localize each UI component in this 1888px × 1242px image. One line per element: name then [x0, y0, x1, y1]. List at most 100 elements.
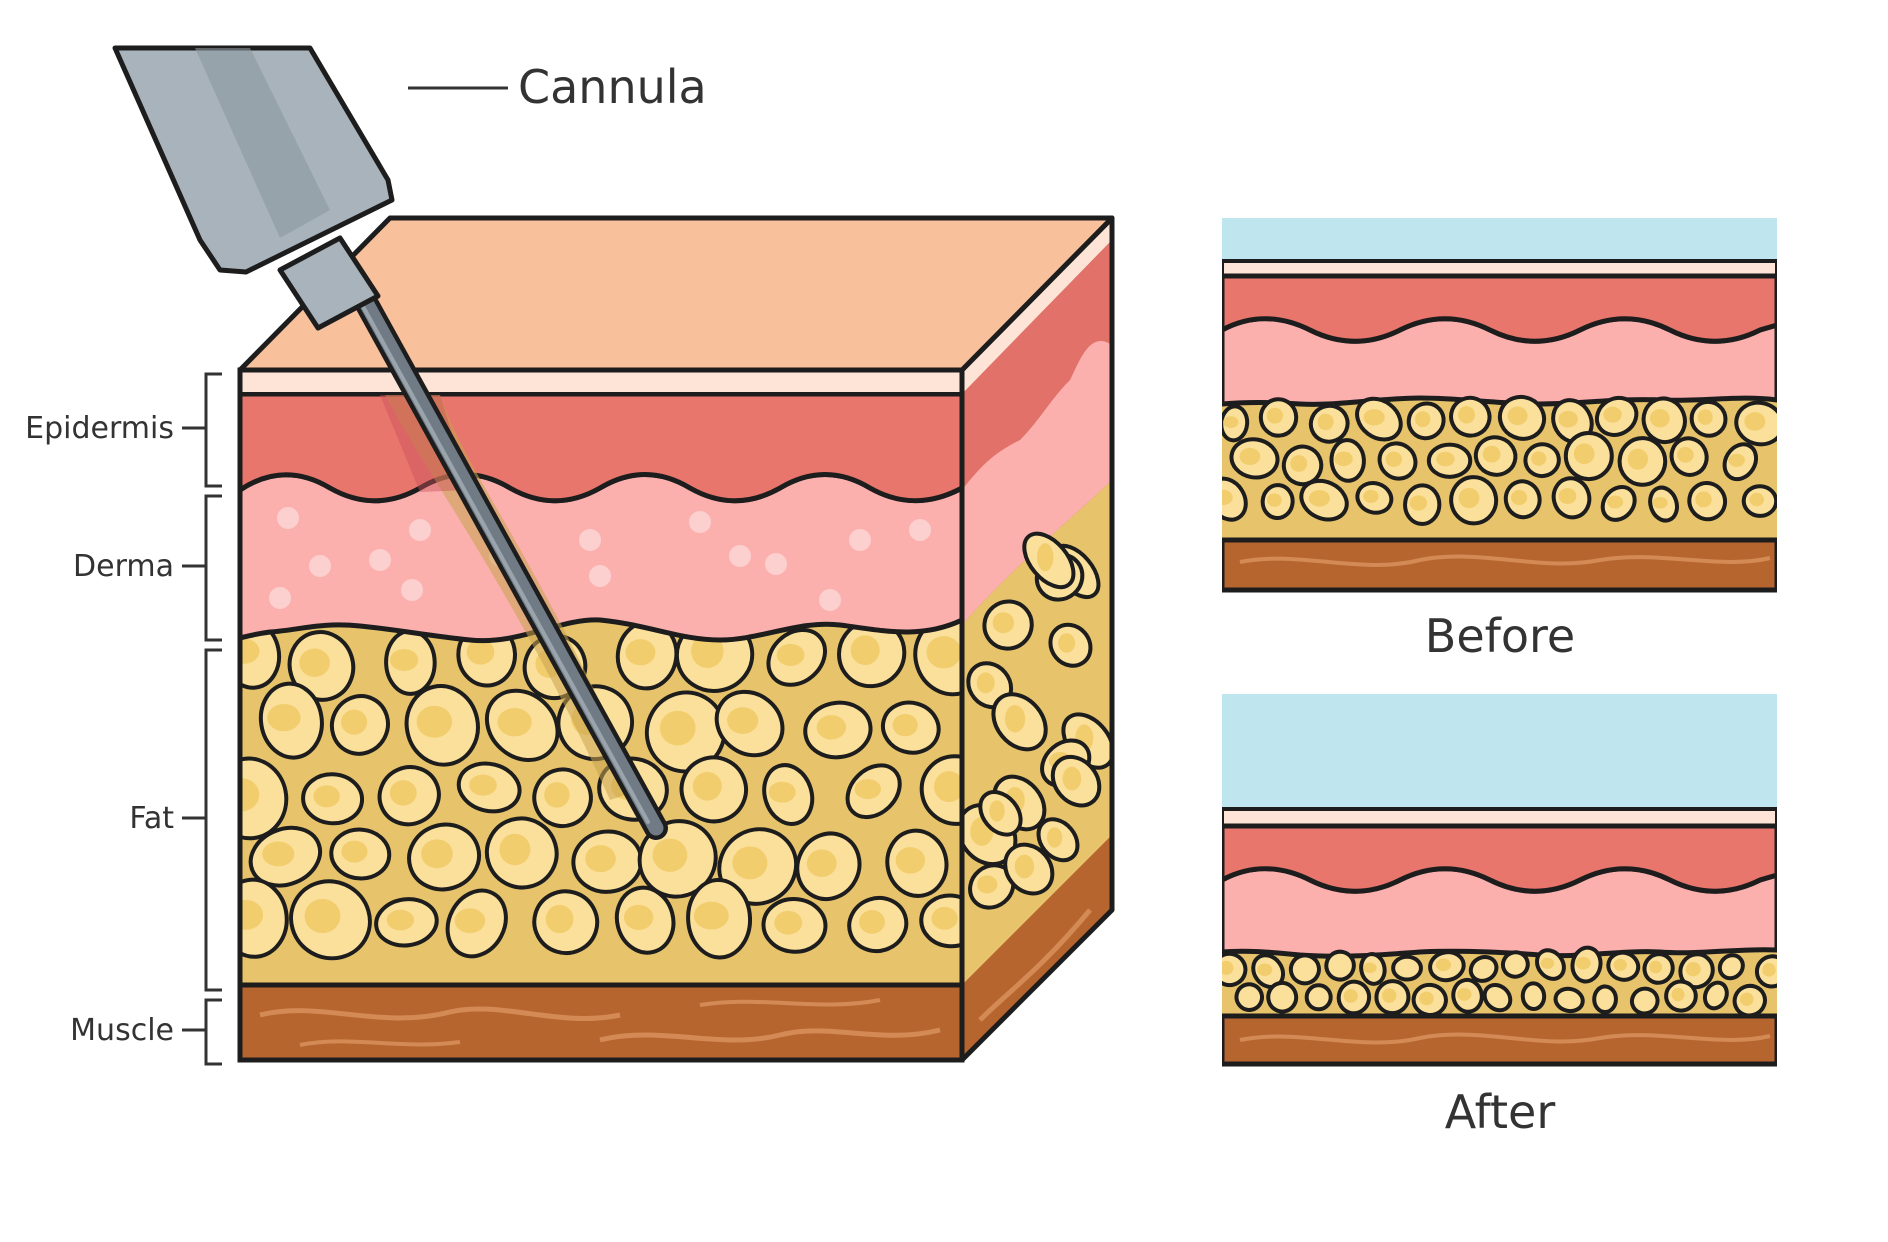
fat-cell-core — [1762, 963, 1776, 977]
derma-dot — [819, 589, 841, 611]
after-label: After — [1445, 1085, 1556, 1139]
fat-cell-core — [1385, 451, 1403, 467]
cannula — [112, 45, 668, 840]
fat-cell — [1592, 984, 1618, 1015]
fat-cell-core — [1458, 487, 1480, 509]
fat-cell-core — [623, 904, 654, 930]
after-sky — [1222, 694, 1777, 809]
fat-cell-core — [895, 847, 926, 874]
fat-cell-core — [304, 898, 341, 934]
fat-cell-core — [926, 636, 962, 669]
fat-cell — [1324, 949, 1356, 982]
fat-cell-core — [1458, 406, 1475, 424]
fat-cell-core — [1540, 957, 1555, 969]
derma-layer — [240, 472, 962, 644]
cannula-label: Cannula — [518, 60, 707, 114]
fat-cell-core — [416, 705, 453, 738]
fat-cell-core — [859, 910, 885, 934]
fat-cell-core — [992, 612, 1015, 634]
fat-cell-core — [1046, 827, 1063, 848]
fat-cell-core — [806, 849, 837, 877]
fat-label: Fat — [129, 801, 174, 836]
after-fat-cells — [1222, 945, 1777, 1018]
fat-cell-core — [1409, 495, 1428, 511]
fat-cell-core — [1266, 407, 1284, 424]
derma-dot — [269, 587, 291, 609]
epidermis-label: Epidermis — [25, 411, 174, 446]
side-fat-cells — [962, 531, 1112, 910]
fat-cell-core — [1649, 408, 1670, 428]
fat-cell-core — [585, 845, 616, 873]
fat-cell-core — [652, 838, 688, 872]
derma-dot — [369, 549, 391, 571]
fat-cell — [1266, 980, 1299, 1014]
fat-cell-core — [1381, 988, 1397, 1003]
fat-cell-core — [776, 643, 805, 666]
fat-cell — [1482, 982, 1513, 1013]
fat-cell-core — [1649, 960, 1663, 974]
fat-cell-core — [1627, 448, 1649, 470]
fat-cell-core — [1671, 987, 1685, 1002]
fat-cell-core — [1507, 406, 1528, 426]
fat-cell-core — [313, 785, 340, 808]
fat-cell — [1304, 983, 1333, 1012]
fat-cell-core — [1685, 962, 1701, 977]
fat-cell-core — [1004, 705, 1026, 733]
fat-cell-core — [466, 639, 495, 665]
fat-cell-core — [768, 781, 796, 803]
fat-cell-core — [1603, 406, 1622, 423]
fat-cell-core — [1223, 416, 1239, 428]
fat-cell-core — [1558, 410, 1578, 428]
fat-cell-core — [240, 638, 260, 664]
fat-cell-core — [625, 639, 656, 666]
fat-cell-core — [1739, 992, 1754, 1006]
before-epidermis — [1222, 273, 1777, 344]
fat-cell-core — [454, 908, 486, 934]
fat-cell-core — [240, 899, 264, 930]
fat-cell-core — [1036, 543, 1054, 572]
derma-dot — [729, 545, 751, 567]
layer-brackets — [182, 372, 222, 1066]
derma-label: Derma — [73, 549, 174, 584]
fat-cell-core — [341, 840, 368, 863]
derma-dot — [765, 553, 787, 575]
fat-cell-core — [1363, 409, 1385, 426]
fat-cell-core — [1317, 413, 1334, 431]
derma-dot — [589, 565, 611, 587]
fat-cell-core — [469, 774, 497, 796]
fat-cell-core — [1419, 991, 1434, 1006]
derma-dot — [309, 555, 331, 577]
fat-cell — [1702, 980, 1729, 1011]
fat-cell-core — [1613, 958, 1628, 971]
fat-cell — [1500, 950, 1530, 979]
fat-cell-core — [1343, 989, 1358, 1003]
fat-cell-core — [497, 707, 532, 737]
fat-cell-core — [1728, 453, 1745, 467]
fat-cell-core — [1062, 766, 1082, 791]
fat-cell-core — [1239, 447, 1261, 466]
fat-cell-core — [1531, 451, 1547, 466]
fat-cell-core — [262, 841, 295, 867]
fat-cell-core — [854, 779, 881, 799]
fat-cell-core — [1697, 409, 1713, 425]
fat-cell-core — [1695, 491, 1712, 508]
derma-dot — [409, 519, 431, 541]
fat-cell-core — [421, 839, 453, 869]
before-fat-cells — [1222, 394, 1777, 526]
derma-dot — [849, 529, 871, 551]
fat-cell-core — [1677, 447, 1694, 463]
fat-cell-core — [850, 635, 880, 666]
fat-cell-core — [934, 771, 962, 803]
skin-block-side-face — [962, 218, 1112, 1060]
fat-cell — [1468, 955, 1499, 983]
fat-cell-core — [659, 710, 696, 746]
fat-cell-core — [816, 715, 847, 740]
fat-cell-core — [1363, 489, 1379, 503]
fat-cell-core — [693, 901, 729, 930]
fat-cell-core — [389, 649, 419, 671]
fat-cell-core — [774, 910, 803, 935]
fat-cell-core — [1436, 451, 1455, 467]
fat-cell — [1629, 986, 1660, 1016]
fat-cell-core — [732, 846, 768, 880]
